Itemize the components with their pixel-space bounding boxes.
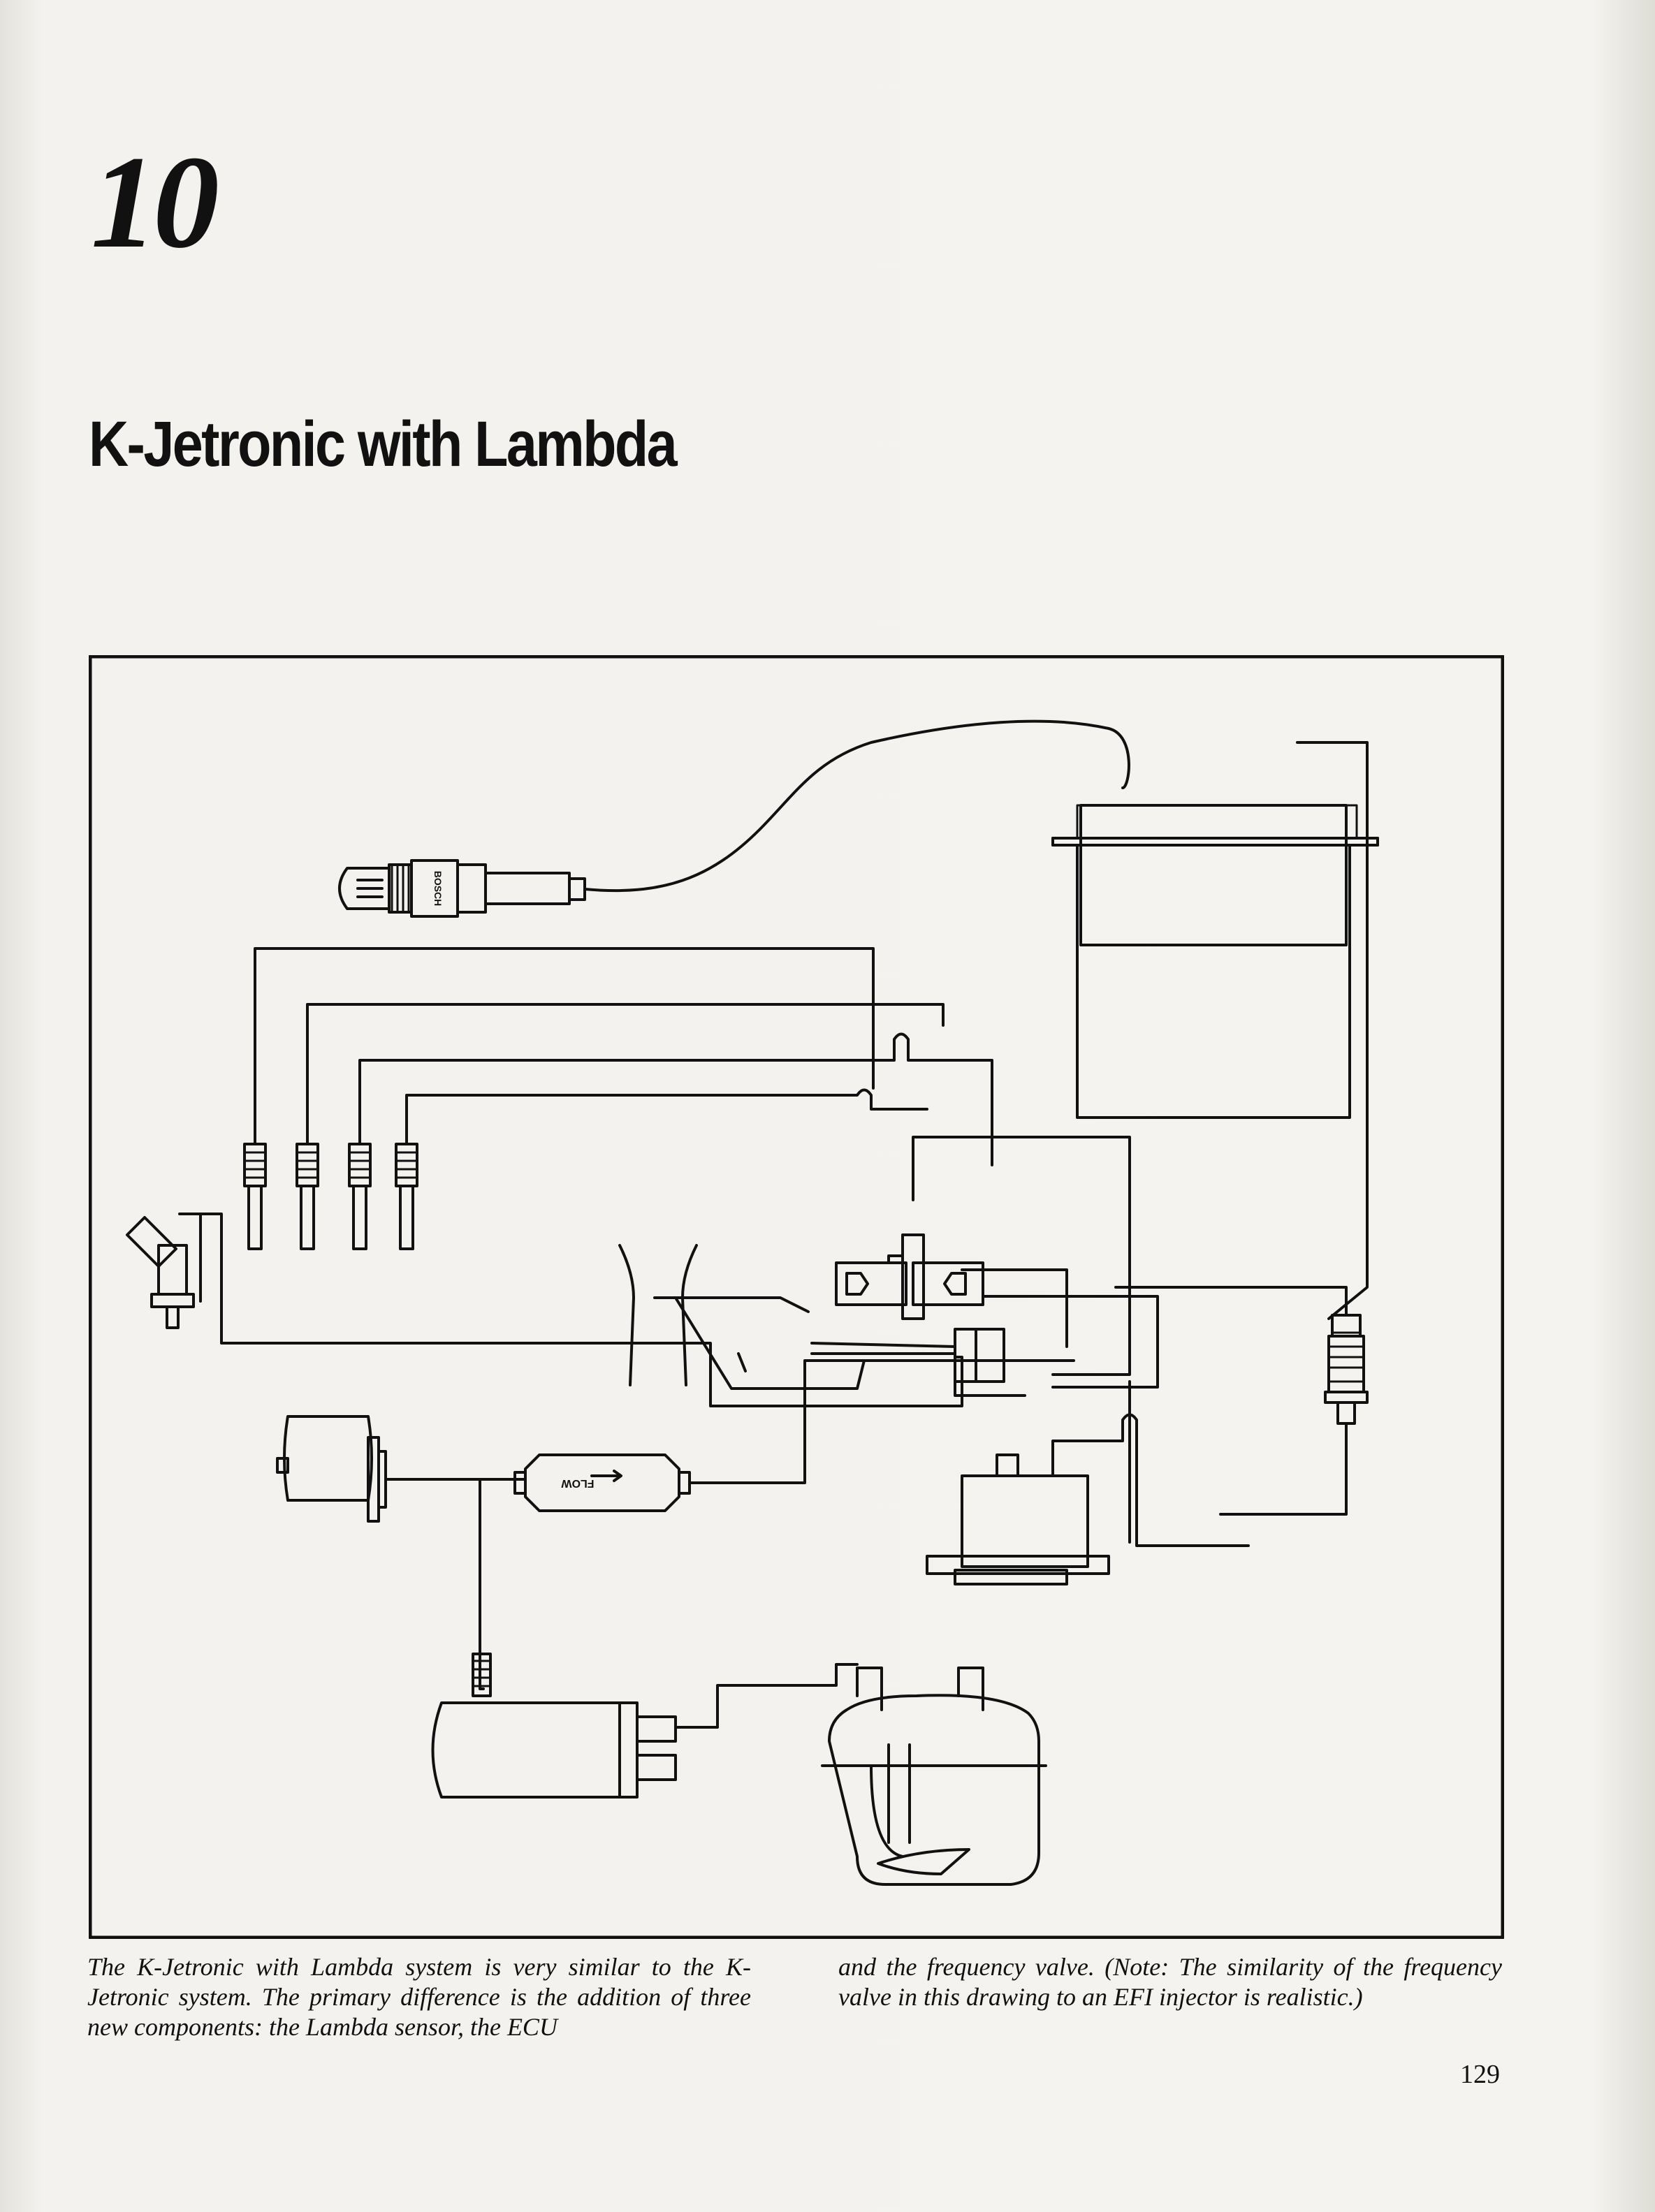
warm-up-regulator <box>926 1380 1250 1585</box>
fuel-filter <box>513 1359 1075 1512</box>
lambda-sensor <box>338 859 586 918</box>
cold-start-valve <box>126 1213 963 1407</box>
fuel-tank <box>821 1667 1047 1886</box>
chapter-number: 10 <box>91 129 219 276</box>
frequency-valve <box>1114 1286 1369 1516</box>
figure-caption-column-2: and the frequency valve. (Note: The simi… <box>838 1953 1502 2011</box>
figure-caption-column-1: The K-Jetronic with Lambda system is ver… <box>87 1953 751 2041</box>
sensor-cable <box>583 719 1130 893</box>
injectors <box>243 1143 418 1250</box>
page-number: 129 <box>1460 2060 1500 2089</box>
sensor-brand-label: BOSCH <box>432 871 444 907</box>
figure-frame <box>89 655 1504 1939</box>
page-title: K-Jetronic with Lambda <box>89 409 678 480</box>
system-diagram: BOSCH FLOW <box>89 655 1504 1939</box>
ecu <box>1051 804 1379 1119</box>
fuel-pump <box>431 1653 859 1799</box>
fuel-accumulator <box>276 1415 527 1690</box>
fuel-distributor <box>618 1136 1159 1397</box>
filter-flow-label: FLOW <box>561 1477 595 1489</box>
